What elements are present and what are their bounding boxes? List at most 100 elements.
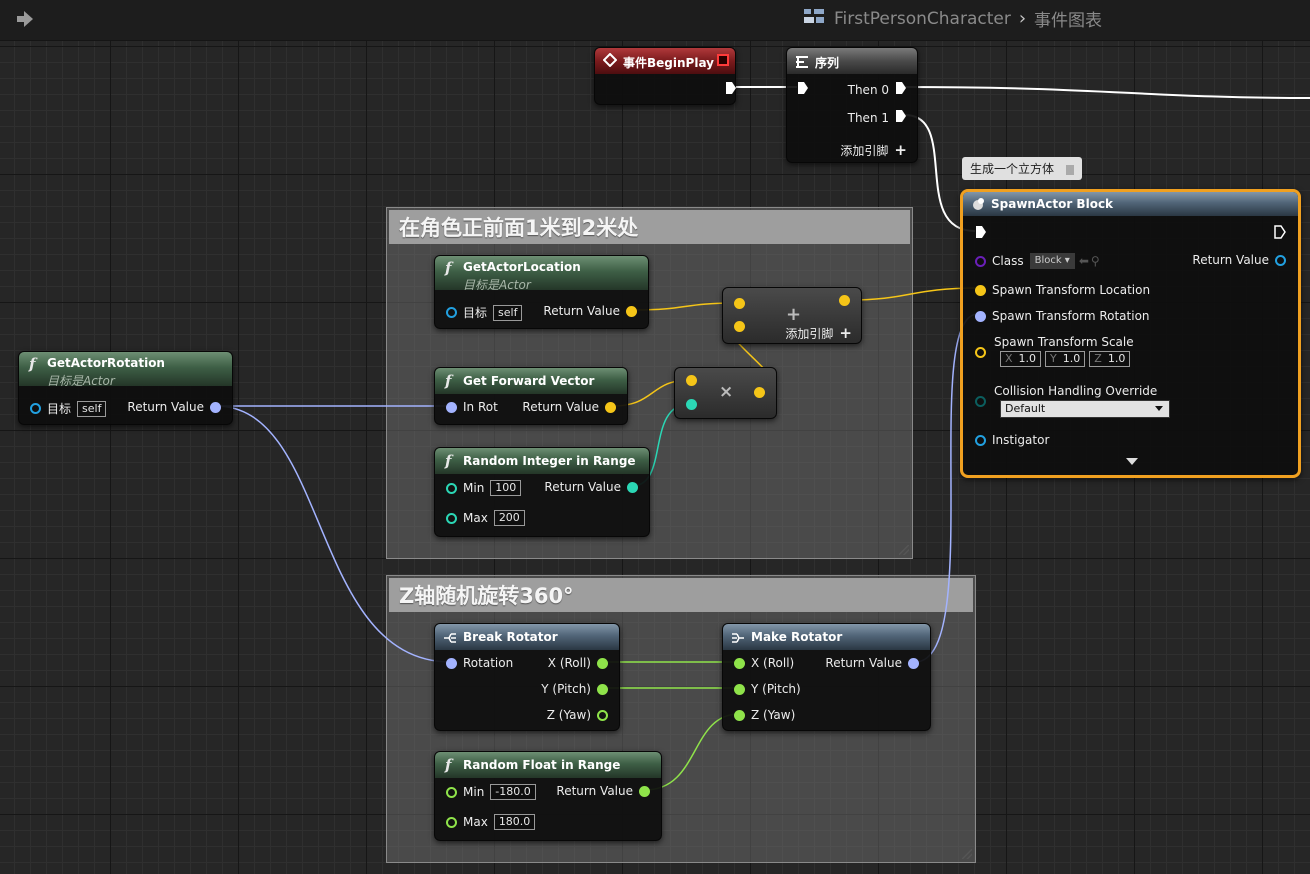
float-out-pin[interactable] xyxy=(597,709,608,721)
pin-label: Spawn Transform Location xyxy=(992,283,1151,297)
float-pin[interactable] xyxy=(734,657,745,669)
exec-out-pin[interactable] xyxy=(895,81,907,98)
int-pin[interactable] xyxy=(446,482,457,494)
vector-pin[interactable] xyxy=(975,284,986,296)
node-spawn-actor[interactable]: SpawnActor Block Class Block ▾ ⬅ ⚲ Retur… xyxy=(960,189,1301,478)
vector-out-pin[interactable] xyxy=(754,387,765,398)
min-input[interactable]: -180.0 xyxy=(490,784,536,800)
node-break-rotator[interactable]: Break Rotator Rotation X (Roll) Y (Pitch… xyxy=(434,623,620,731)
node-get-actor-location[interactable]: f GetActorLocation 目标是Actor 目标 self Retu… xyxy=(434,255,649,329)
int-pin[interactable] xyxy=(686,399,697,410)
pin-icon xyxy=(1065,164,1074,175)
axis-label: Z xyxy=(1094,352,1102,365)
exec-in-pin[interactable] xyxy=(797,81,809,98)
vector-out-pin[interactable] xyxy=(605,401,616,413)
node-random-float[interactable]: f Random Float in Range Min -180.0 Retur… xyxy=(434,751,662,841)
expand-advanced-icon[interactable] xyxy=(1126,458,1138,465)
class-select[interactable]: Block ▾ xyxy=(1029,253,1075,269)
node-comment-bubble[interactable]: 生成一个立方体 xyxy=(962,157,1082,180)
node-subtitle: 目标是Actor xyxy=(47,374,115,388)
exec-out-pin[interactable] xyxy=(1274,225,1286,242)
object-out-pin[interactable] xyxy=(1275,254,1286,266)
breadcrumb-blueprint[interactable]: FirstPersonCharacter xyxy=(834,8,1011,29)
float-pin[interactable] xyxy=(734,709,745,721)
object-pin[interactable] xyxy=(446,307,457,318)
node-get-actor-rotation[interactable]: f GetActorRotation 目标是Actor 目标 self Retu… xyxy=(18,351,233,425)
float-pin[interactable] xyxy=(446,786,457,798)
chevron-right-icon: › xyxy=(1018,8,1027,29)
node-get-forward-vector[interactable]: f Get Forward Vector In Rot Return Value xyxy=(434,367,628,425)
vector-pin[interactable] xyxy=(734,298,745,309)
vector-pin[interactable] xyxy=(975,347,986,358)
object-pin[interactable] xyxy=(975,434,986,446)
add-pin-button[interactable]: 添加引脚 + xyxy=(834,141,907,159)
node-sequence[interactable]: 序列 Then 0 Then 1 添加引脚 + xyxy=(786,47,918,163)
chevron-down-icon xyxy=(1155,406,1163,411)
vector-pin[interactable] xyxy=(686,375,697,386)
pin-label: Class xyxy=(992,254,1024,268)
pin-label: Z (Yaw) xyxy=(546,708,591,722)
delegate-pin[interactable] xyxy=(717,54,729,66)
resize-grip-icon[interactable] xyxy=(962,849,972,859)
class-pin[interactable] xyxy=(975,255,986,267)
node-begin-play[interactable]: 事件BeginPlay xyxy=(594,47,736,105)
pin-label: Return Value xyxy=(825,656,902,670)
pin-label: Return Value xyxy=(544,480,621,494)
plus-icon: + xyxy=(894,141,907,159)
node-title: 序列 xyxy=(815,56,840,70)
comment-title[interactable]: 在角色正前面1米到2米处 xyxy=(389,210,910,244)
collision-dropdown-value: Default xyxy=(1005,402,1046,415)
exec-in-pin[interactable] xyxy=(975,225,987,242)
pin-label: Collision Handling Override xyxy=(994,384,1158,398)
node-random-integer[interactable]: f Random Integer in Range Min 100 Return… xyxy=(434,447,650,537)
collision-dropdown[interactable]: Default xyxy=(1000,400,1170,418)
comment-title[interactable]: Z轴随机旋转360° xyxy=(389,578,973,612)
rotator-pin[interactable] xyxy=(446,657,457,669)
pin-label: In Rot xyxy=(463,400,498,414)
function-f-icon: f xyxy=(445,756,452,774)
float-out-pin[interactable] xyxy=(597,657,608,669)
node-add-vector[interactable]: + 添加引脚 + xyxy=(722,287,862,344)
float-out-pin[interactable] xyxy=(597,683,608,695)
browse-icon[interactable]: ⚲ xyxy=(1090,254,1100,268)
vector-out-pin[interactable] xyxy=(626,305,637,317)
float-out-pin[interactable] xyxy=(639,785,650,797)
max-input[interactable]: 180.0 xyxy=(493,814,536,830)
add-pin-label: 添加引脚 xyxy=(840,143,889,158)
max-input[interactable]: 200 xyxy=(493,510,525,526)
exec-out-pin[interactable] xyxy=(895,109,907,126)
node-title: 事件BeginPlay xyxy=(623,56,714,70)
pin-label: Return Value xyxy=(556,784,633,798)
float-pin[interactable] xyxy=(446,816,457,828)
resize-grip-icon[interactable] xyxy=(899,545,909,555)
rotator-pin[interactable] xyxy=(446,401,457,413)
vector-pin[interactable] xyxy=(734,321,745,332)
node-title: GetActorRotation xyxy=(47,356,165,370)
min-input[interactable]: 100 xyxy=(490,480,522,496)
rotator-pin[interactable] xyxy=(975,310,986,322)
breadcrumb-graph[interactable]: 事件图表 xyxy=(1034,11,1103,31)
add-operator-icon: + xyxy=(786,304,802,325)
node-make-rotator[interactable]: Make Rotator X (Roll) Return Value Y (Pi… xyxy=(722,623,931,731)
use-selected-icon[interactable]: ⬅ xyxy=(1078,254,1089,268)
pin-label: Return Value xyxy=(1192,253,1269,267)
function-f-icon: f xyxy=(445,259,452,277)
node-multiply[interactable]: × xyxy=(674,367,777,419)
vector-out-pin[interactable] xyxy=(839,295,850,306)
multiply-operator-icon: × xyxy=(719,382,734,402)
rotator-out-pin[interactable] xyxy=(908,657,919,669)
arrow-right-icon[interactable] xyxy=(14,8,36,34)
int-pin[interactable] xyxy=(446,512,457,524)
node-title: Break Rotator xyxy=(463,630,558,644)
int-out-pin[interactable] xyxy=(627,481,638,493)
float-pin[interactable] xyxy=(734,683,745,695)
pin-label: Y (Pitch) xyxy=(751,682,801,696)
pin-label: Then 1 xyxy=(847,110,889,125)
enum-pin[interactable] xyxy=(975,396,986,407)
object-pin[interactable] xyxy=(30,403,41,414)
rotator-out-pin[interactable] xyxy=(210,401,221,413)
add-pin-button[interactable]: 添加引脚 + xyxy=(779,324,852,342)
